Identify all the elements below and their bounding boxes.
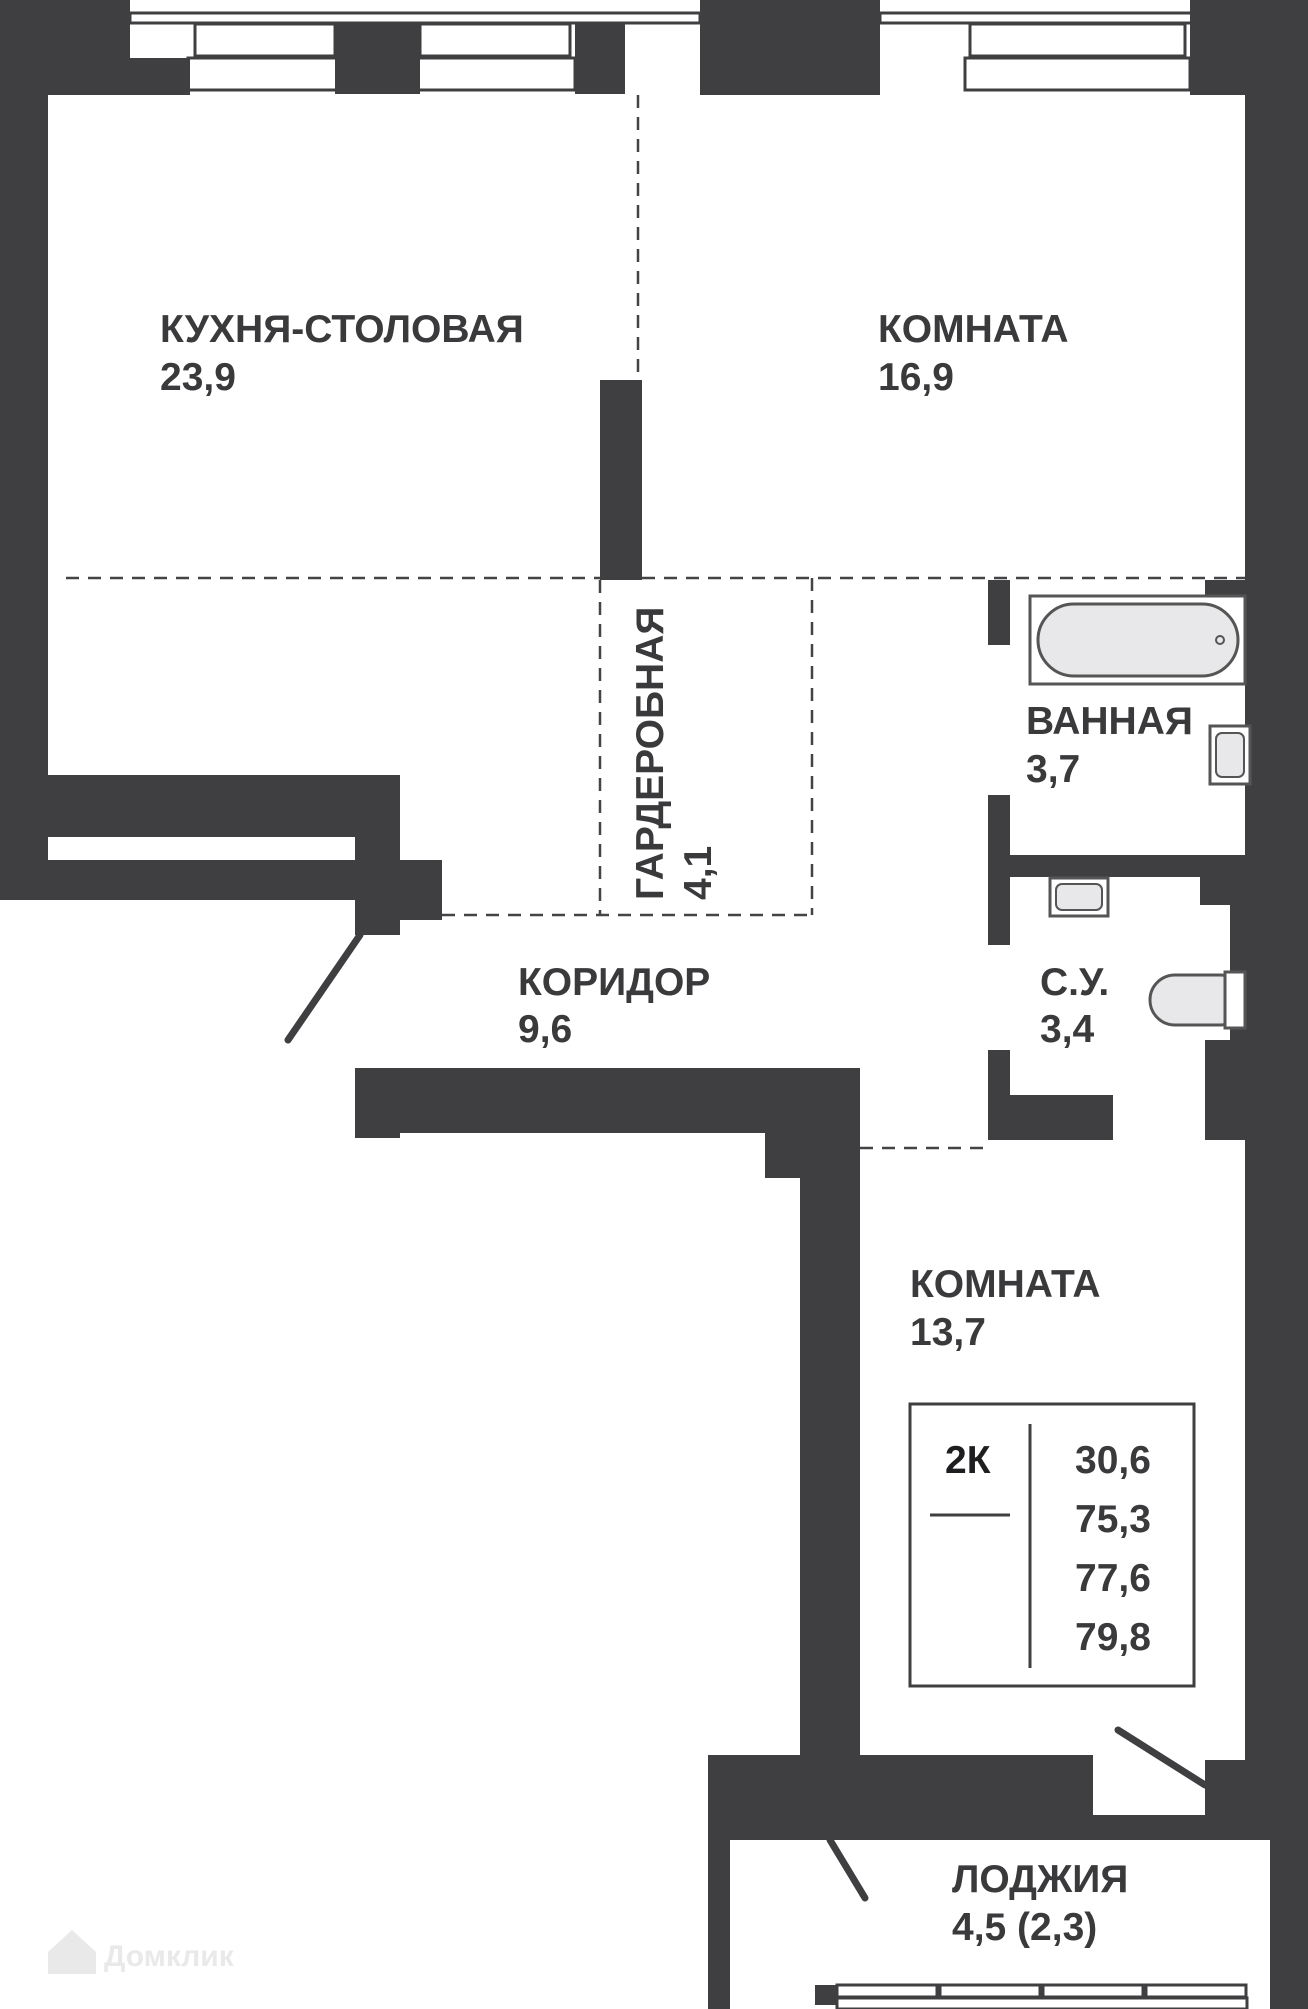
kitchen-name: КУХНЯ-СТОЛОВАЯ — [160, 308, 524, 351]
bathtub-icon — [1028, 594, 1247, 686]
corridor-area: 9,6 — [518, 1008, 572, 1051]
loggia-area: 4,5 (2,3) — [952, 1906, 1097, 1949]
bathroom-area: 3,7 — [1026, 748, 1080, 791]
kitchen-area: 23,9 — [160, 356, 236, 399]
wc-sink-icon — [1048, 876, 1110, 918]
wardrobe-name: ГАРДЕРОБНАЯ — [629, 607, 672, 900]
summary-value: 77,6 — [1075, 1557, 1151, 1600]
wardrobe-area: 4,1 — [677, 846, 720, 900]
bathroom-name: ВАННАЯ — [1026, 700, 1193, 743]
wc-name: С.У. — [1040, 961, 1109, 1004]
toilet-icon — [1148, 970, 1247, 1030]
wc-area: 3,4 — [1040, 1008, 1095, 1051]
summary-value: 79,8 — [1075, 1616, 1151, 1659]
summary-box: 2К 30,6 75,3 77,6 79,8 — [908, 1402, 1196, 1688]
apartment-type: 2К — [945, 1439, 991, 1482]
watermark-text: Домклик — [104, 1940, 235, 1973]
window-top-right — [878, 11, 1222, 92]
room1-area: 16,9 — [878, 356, 954, 399]
window-bottom — [835, 1983, 1249, 2009]
zone-lines — [66, 95, 1245, 1150]
house-icon — [48, 1930, 96, 1974]
loggia-name: ЛОДЖИЯ — [952, 1858, 1128, 1901]
room1-name: КОМНАТА — [878, 308, 1069, 351]
sink-icon — [1208, 724, 1252, 786]
doors — [284, 931, 1209, 1902]
corridor-name: КОРИДОР — [518, 961, 710, 1004]
summary-value: 75,3 — [1075, 1498, 1151, 1541]
room2-area: 13,7 — [910, 1311, 986, 1354]
watermark: Домклик — [48, 1930, 235, 1974]
summary-value: 30,6 — [1075, 1439, 1151, 1482]
room2-name: КОМНАТА — [910, 1263, 1101, 1306]
